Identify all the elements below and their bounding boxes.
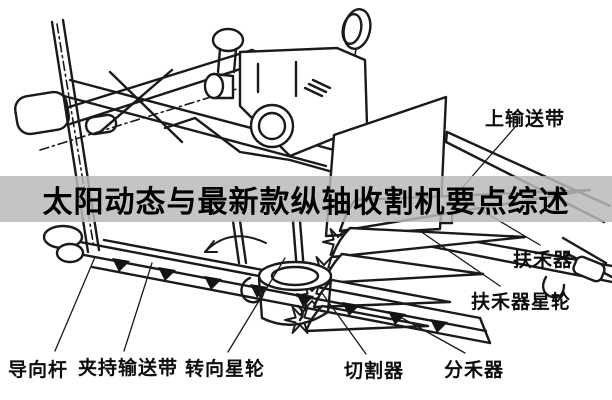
right-frame [541, 236, 612, 299]
engine [163, 8, 428, 228]
label-grain-lifter-star-wheel: 扶禾器星轮 [471, 292, 572, 313]
title-banner: 太阳动态与最新款纵轴收割机要点综述 [0, 176, 612, 222]
label-cutter: 切割器 [344, 361, 405, 382]
label-steering-star-wheel: 转向星轮 [185, 359, 266, 380]
banner-title: 太阳动态与最新款纵轴收割机要点综述 [42, 186, 570, 219]
rotation-arrow [204, 235, 267, 253]
steering-drum [240, 260, 333, 326]
label-clamping-conveyor-belt: 夹持输送带 [78, 358, 179, 379]
label-grain-divider: 分禾器 [444, 360, 505, 381]
label-guide-rod: 导向杆 [8, 360, 69, 381]
label-grain-lifter: 扶禾器 [513, 250, 574, 271]
label-upper-conveyor-belt: 上输送带 [485, 109, 566, 130]
